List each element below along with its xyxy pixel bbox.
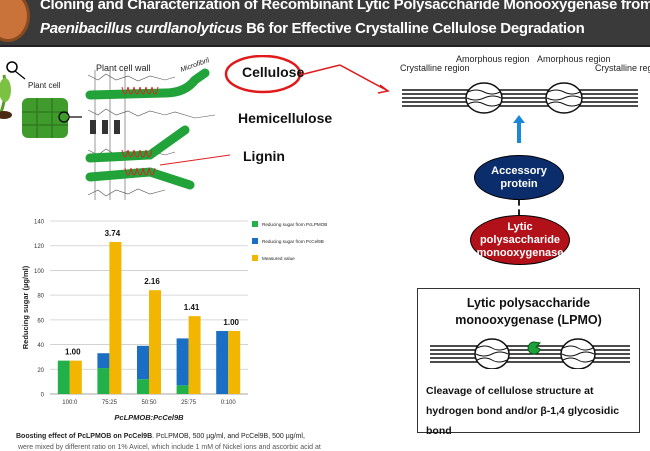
hemicellulose-label: Hemicellulose [238,110,333,126]
legend-swatch [252,221,258,227]
data-label: 3.74 [105,229,121,238]
plant-icon [0,74,12,119]
microfibril [85,68,210,100]
y-tick-label: 40 [37,343,44,349]
y-axis-label: Reducing sugar (µg/ml) [21,265,30,349]
university-seal-logo [0,0,30,42]
caption-bold: Boosting effect of PcLPMOB on PcCel9B [16,433,153,440]
y-tick-label: 20 [37,368,44,374]
x-tick-label: 100:0 [62,400,78,406]
lpmo-ellipse: Lytic polysaccharide monooxygenase [470,215,570,265]
pointer-arrow [340,64,390,94]
x-tick-label: 25:75 [181,400,197,406]
bar-measured-100:0 [69,360,82,394]
x-tick-label: 75:25 [102,400,118,406]
bar-measured-0:100 [228,330,241,394]
data-label: 1.00 [65,348,81,357]
legend-label: Reducing sugar from PcCel9B [262,239,324,244]
amorphous-region-2-label: Amorphous region [537,54,611,64]
lpmo-enzyme-icon [527,341,542,355]
bar-pccel9b-75:25 [97,353,110,369]
legend-label: Reducing sugar from PcLPMOB [262,222,327,227]
cellulose-label: Cellulose [242,64,305,80]
lignin-label: Lignin [243,148,285,164]
legend-swatch [252,255,258,261]
title-line-1: Cloning and Characterization of Recombin… [40,0,650,13]
lpmo-info-box: Lytic polysaccharide monooxygenase (LPMO… [417,288,640,437]
legend-label: Measured value [262,256,295,261]
amorphous-region-1-label: Amorphous region [456,54,530,64]
y-tick-label: 140 [34,220,45,226]
bar-pccel9b-25:75 [176,338,189,386]
bar-pclpmob-25:75 [176,385,189,394]
bar-pclpmob-75:25 [97,368,110,394]
data-label: 1.41 [184,303,200,312]
figure-caption-line-1: Boosting effect of PcLPMOB on PcCel9B. P… [16,433,305,440]
figure-caption-line-2: were mixed by different ratio on 1% Avic… [18,444,321,451]
title-rest: B6 for Effective Crystalline Cellulose D… [242,20,585,37]
plant-cell-label: Plant cell [28,81,61,90]
y-tick-label: 80 [37,294,44,300]
lpmo-cleavage-illustration [430,338,630,369]
bar-pclpmob-50:50 [137,379,149,394]
plant-cell-wall-label: Plant cell wall [96,63,151,73]
crystalline-region-left-label: Crystalline region [400,63,470,73]
data-label: 1.00 [223,318,239,327]
y-tick-label: 60 [37,318,44,324]
bar-measured-75:25 [109,242,122,394]
y-tick-label: 120 [34,244,45,250]
x-tick-label: 50:50 [141,400,157,406]
x-axis-label: PcLPMOB:PcCel9B [114,413,184,422]
bar-measured-50:50 [149,290,161,394]
cellulose-highlight-circle [224,55,302,94]
x-tick-label: 0:100 [221,400,237,406]
y-tick-label: 100 [34,269,45,275]
crystalline-region-right-label: Crystalline region [595,63,650,73]
species-name: Paenibacillus curdlanolyticus [40,20,243,37]
bar-pclpmob-100:0 [57,360,70,394]
bar-pccel9b-50:50 [137,345,149,380]
bar-pccel9b-0:100 [216,330,229,394]
data-label: 2.16 [144,277,160,286]
magnifier-icon [6,61,18,73]
cellulose-fiber-illustration [402,82,638,114]
dashed-connector [518,200,520,215]
lpmo-box-title: Lytic polysaccharide monooxygenase (LPMO… [455,296,602,327]
caption-text: . PcLPMOB, 500 µg/ml, and PcCel9B, 500 µ… [152,433,305,440]
legend-swatch [252,238,258,244]
lpmo-box-description: Cleavage of cellulose structure at hydro… [426,385,620,437]
up-arrow-icon [513,115,525,143]
title-line-2: Paenibacillus curdlanolyticus B6 for Eff… [40,20,585,37]
plant-cell-wall-illustration [0,55,340,200]
bar-measured-25:75 [188,316,201,394]
plant-cell-cluster [22,98,70,138]
accessory-protein-ellipse: Accessory protein [474,155,564,200]
title-banner: Cloning and Characterization of Recombin… [0,0,650,47]
y-tick-label: 0 [41,393,45,399]
